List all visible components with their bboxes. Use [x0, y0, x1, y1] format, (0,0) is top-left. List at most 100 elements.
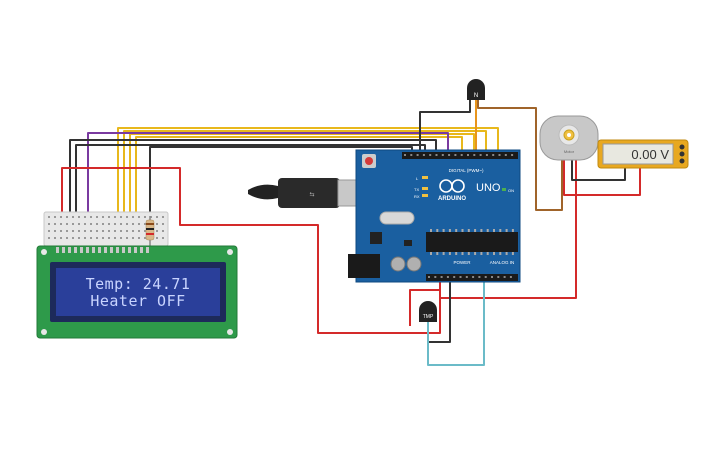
header-pin: [440, 276, 443, 278]
small-chip: [404, 240, 412, 246]
breadboard-hole: [54, 230, 56, 232]
probe-terminal[interactable]: [679, 158, 685, 164]
lcd-pin: [122, 247, 125, 253]
wire-black-1[interactable]: [69, 139, 437, 228]
breadboard-hole: [60, 237, 62, 239]
breadboard-hole: [84, 216, 86, 218]
chip-pin: [493, 252, 495, 255]
breadboard-hole: [60, 230, 62, 232]
breadboard-hole: [102, 223, 104, 225]
wire-brown[interactable]: [477, 100, 563, 211]
breadboard-hole: [90, 216, 92, 218]
on-led: [502, 188, 506, 191]
lcd-pin: [56, 247, 59, 253]
lcd-pin: [140, 247, 143, 253]
mount-hole: [41, 329, 47, 335]
lcd-pin: [128, 247, 131, 253]
digital-pin: [454, 154, 457, 156]
temperature-sensor[interactable]: TMP: [419, 301, 437, 322]
breadboard-hole: [90, 237, 92, 239]
breadboard-hole: [114, 230, 116, 232]
lcd-pin: [62, 247, 65, 253]
breadboard-hole: [96, 230, 98, 232]
sensor-label: TMP: [423, 314, 434, 320]
wire-black-2[interactable]: [75, 144, 426, 228]
digital-pin: [504, 154, 507, 156]
capacitor: [406, 256, 422, 272]
tx-label: TX: [414, 187, 419, 192]
lcd-pin: [110, 247, 113, 253]
digital-pin: [404, 154, 406, 156]
npn-transistor[interactable]: N: [467, 79, 485, 100]
breadboard-hole: [60, 223, 62, 225]
arduino-uno[interactable]: DIGITAL (PWM~) L TX RX ARDUINO UNO ON PO…: [348, 149, 521, 283]
lcd-pin: [134, 247, 137, 253]
breadboard[interactable]: [43, 211, 169, 247]
mount-hole: [41, 249, 47, 255]
lcd-pin: [104, 247, 107, 253]
crystal: [379, 211, 415, 225]
header-pin: [509, 276, 512, 278]
atmega-chip: [426, 232, 518, 252]
wire-black-4[interactable]: [419, 100, 471, 150]
power-jack[interactable]: [348, 254, 380, 278]
lcd-pin: [92, 247, 95, 253]
breadboard-hole: [48, 223, 50, 225]
voltage-regulator: [370, 232, 382, 244]
breadboard-hole: [126, 237, 128, 239]
reset-button-cap[interactable]: [365, 157, 373, 165]
breadboard-hole: [66, 223, 68, 225]
lcd-module[interactable]: Temp: 24.71 Heater OFF: [36, 245, 238, 339]
mount-hole: [227, 329, 233, 335]
breadboard-hole: [66, 216, 68, 218]
digital-pin: [473, 154, 476, 156]
wire-black-3[interactable]: [149, 146, 413, 228]
chip-pin: [430, 229, 432, 232]
wire-red-1[interactable]: [61, 167, 441, 334]
chip-pin: [505, 252, 508, 255]
dc-motor[interactable]: Motor: [539, 115, 599, 161]
breadboard-hole: [132, 223, 134, 225]
wire-yellow-4[interactable]: [135, 136, 463, 228]
wire-red-3[interactable]: [563, 160, 641, 196]
power-analog-pin-header[interactable]: [426, 274, 518, 281]
breadboard-hole: [156, 230, 158, 232]
breadboard-hole: [54, 237, 56, 239]
multimeter-reading: 0.00 V: [631, 147, 669, 162]
wire-yellow-2[interactable]: [123, 130, 487, 228]
digital-pin: [511, 154, 514, 156]
breadboard-hole: [162, 216, 164, 218]
header-strip: [402, 152, 518, 159]
wire-black-motor[interactable]: [571, 160, 626, 181]
header-pin: [446, 276, 449, 278]
breadboard-hole: [144, 230, 146, 232]
chip-pin: [461, 252, 464, 255]
wire-teal[interactable]: [427, 282, 485, 366]
breadboard-hole: [102, 216, 104, 218]
resistor[interactable]: [145, 216, 155, 246]
digital-pin: [479, 154, 482, 156]
breadboard-hole: [144, 216, 146, 218]
chip-pin: [467, 229, 470, 232]
lcd-pin: [116, 247, 119, 253]
breadboard-hole: [48, 216, 50, 218]
breadboard-hole: [84, 237, 86, 239]
breadboard-hole: [84, 230, 86, 232]
breadboard-hole: [96, 216, 98, 218]
breadboard-hole: [72, 223, 74, 225]
probe-terminal[interactable]: [679, 151, 685, 157]
wire-yellow-1[interactable]: [117, 127, 499, 228]
lcd-screen: [56, 268, 220, 316]
power-label: POWER: [453, 260, 471, 265]
transistor-label: N: [474, 93, 478, 99]
chip-pin: [486, 229, 489, 232]
breadboard-hole: [126, 216, 128, 218]
wire-red-4[interactable]: [409, 282, 441, 326]
probe-terminal[interactable]: [679, 144, 685, 150]
digital-pin-header[interactable]: [402, 152, 518, 159]
breadboard-hole: [60, 216, 62, 218]
usb-cable[interactable]: ⇆: [248, 178, 371, 208]
wire-purple[interactable]: [87, 132, 449, 228]
multimeter[interactable]: 0.00 V: [597, 139, 689, 169]
